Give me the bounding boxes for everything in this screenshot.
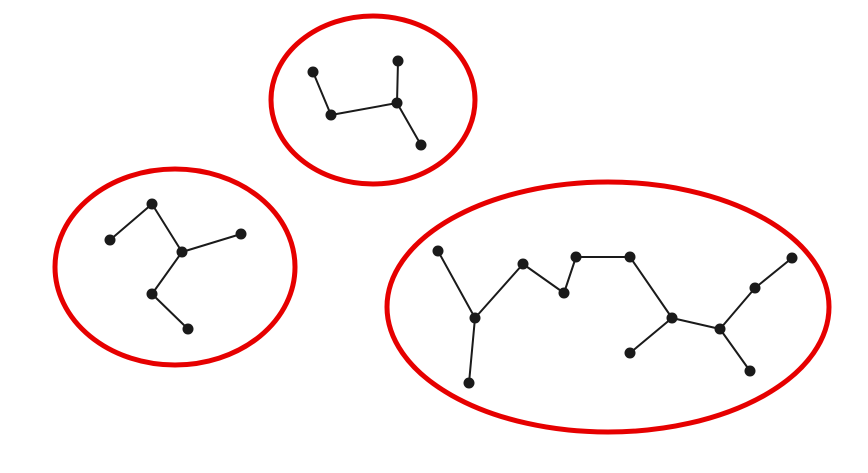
node-right-11	[749, 282, 761, 294]
edge-left-1	[151, 203, 183, 253]
edge-right-0	[437, 250, 476, 319]
edge-top-2	[396, 60, 399, 104]
node-left-4	[146, 288, 158, 300]
node-right-7	[666, 312, 678, 324]
edge-right-1	[468, 317, 476, 384]
edge-right-10	[719, 287, 756, 330]
cluster-outlines	[52, 13, 832, 435]
edge-left-0	[109, 203, 153, 241]
edge-left-4	[151, 293, 189, 330]
node-right-5	[570, 251, 582, 263]
node-right-4	[558, 287, 570, 299]
graph-nodes	[104, 55, 798, 389]
edge-right-3	[522, 263, 565, 294]
edge-top-0	[312, 71, 332, 116]
edge-top-3	[396, 102, 422, 146]
node-right-3	[517, 258, 529, 270]
edge-left-3	[151, 251, 183, 295]
node-right-1	[469, 312, 481, 324]
cluster-outline-left	[52, 166, 298, 368]
edge-top-1	[330, 102, 398, 116]
node-right-12	[786, 252, 798, 264]
edge-right-4	[563, 256, 577, 294]
node-top-3	[391, 97, 403, 109]
edge-right-9	[719, 328, 751, 372]
edge-right-7	[629, 317, 673, 354]
node-right-9	[714, 323, 726, 335]
node-right-8	[624, 347, 636, 359]
node-right-2	[463, 377, 475, 389]
node-top-0	[307, 66, 319, 78]
edge-right-6	[629, 256, 673, 319]
node-left-2	[176, 246, 188, 258]
edge-right-8	[671, 317, 721, 330]
graph-edges	[109, 60, 793, 384]
edge-right-11	[754, 257, 793, 289]
node-top-1	[392, 55, 404, 67]
cluster-outline-top	[268, 13, 478, 187]
edge-right-2	[474, 263, 524, 319]
node-left-3	[235, 228, 247, 240]
cluster-outline-right	[384, 179, 832, 435]
edge-left-2	[181, 233, 242, 253]
node-left-0	[104, 234, 116, 246]
node-right-10	[744, 365, 756, 377]
node-left-1	[146, 198, 158, 210]
node-right-0	[432, 245, 444, 257]
node-left-5	[182, 323, 194, 335]
node-right-6	[624, 251, 636, 263]
node-top-4	[415, 139, 427, 151]
node-top-2	[325, 109, 337, 121]
